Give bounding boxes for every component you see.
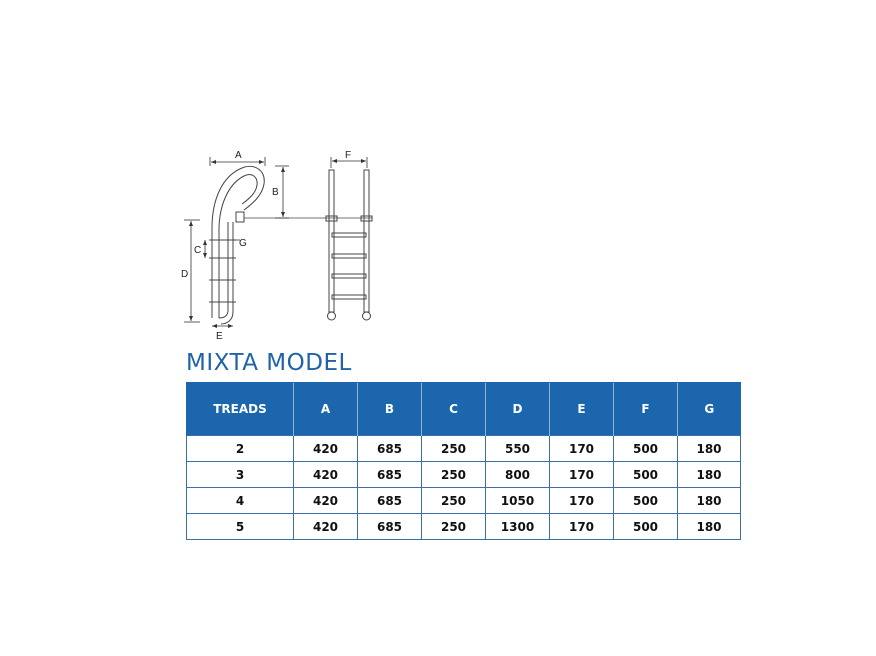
table-cell: 250 [421,487,486,514]
table-cell: 685 [357,487,422,514]
table-cell: 5 [186,513,294,540]
table-cell: 500 [613,435,678,462]
table-cell: 685 [357,513,422,540]
front-view-tread [331,232,367,238]
table-cell: 1050 [485,487,550,514]
dimension-label-b: B [272,187,279,198]
column-header-c: C [421,382,486,436]
table-cell: 250 [421,435,486,462]
table-cell: 180 [677,487,741,514]
table-cell: 4 [186,487,294,514]
table-cell: 500 [613,487,678,514]
table-cell: 800 [485,461,550,488]
side-view-rear-leg [220,222,234,325]
front-view-tread [331,294,367,300]
dimension-label-c: C [194,245,201,256]
dimension-label-f: F [345,150,351,161]
table-row: 4 420 685 250 1050 170 500 180 [186,487,741,514]
front-view-tread [331,253,367,259]
dimension-label-a: A [235,150,242,161]
column-header-b: B [357,382,422,436]
table-cell: 250 [421,513,486,540]
table-cell: 420 [293,461,358,488]
front-view-tread [331,273,367,279]
table-cell: 500 [613,461,678,488]
column-header-a: A [293,382,358,436]
table-cell: 180 [677,435,741,462]
front-view-foot [362,311,371,321]
column-header-treads: TREADS [186,382,294,436]
front-view-anchor [325,215,338,222]
table-row: 3 420 685 250 800 170 500 180 [186,461,741,488]
table-cell: 180 [677,461,741,488]
column-header-f: F [613,382,678,436]
column-header-d: D [485,382,550,436]
table-row: 2 420 685 250 550 170 500 180 [186,435,741,462]
table-row: 5 420 685 250 1300 170 500 180 [186,513,741,540]
table-cell: 550 [485,435,550,462]
table-cell: 170 [549,435,614,462]
table-cell: 500 [613,513,678,540]
side-view-rail-inner [218,174,258,318]
dimensions-table: TREADS A B C D E F G 2 420 685 250 550 1… [186,382,741,540]
table-cell: 170 [549,513,614,540]
table-cell: 180 [677,513,741,540]
front-view-left-rail [328,169,335,313]
table-cell: 420 [293,513,358,540]
front-view-anchor [360,215,373,222]
side-view-rail-outer [211,165,265,318]
table-cell: 420 [293,435,358,462]
column-header-g: G [677,382,741,436]
table-cell: 250 [421,461,486,488]
column-header-e: E [549,382,614,436]
table-cell: 3 [186,461,294,488]
dimension-label-e: E [216,331,223,342]
table-cell: 685 [357,461,422,488]
side-view-rear-leg-inner [218,222,229,319]
front-view-right-rail [363,169,370,313]
table-cell: 685 [357,435,422,462]
dimension-label-g: G [239,238,247,249]
front-view-foot [327,311,336,321]
table-cell: 170 [549,461,614,488]
side-view-anchor [235,211,245,223]
table-cell: 420 [293,487,358,514]
model-title: MIXTA MODEL [186,350,352,376]
table-cell: 170 [549,487,614,514]
table-header-row: TREADS A B C D E F G [186,382,741,436]
ladder-dimension-diagram: A B C D E F G [181,150,373,342]
table-cell: 2 [186,435,294,462]
dimension-label-d: D [181,269,188,280]
table-cell: 1300 [485,513,550,540]
